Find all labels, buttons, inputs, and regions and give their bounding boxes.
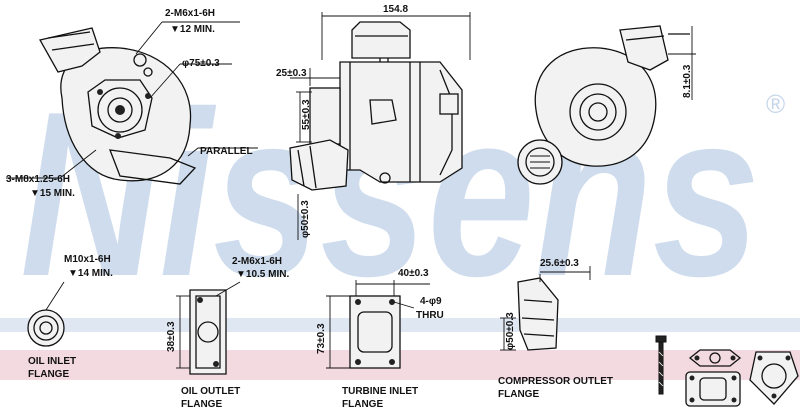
left-callout-top-line1: 2-M6x1-6H bbox=[165, 8, 215, 19]
compressor-outlet-caption-line2: FLANGE bbox=[498, 389, 539, 400]
left-callout-left-line2: ▼15 MIN. bbox=[30, 188, 75, 199]
oil-inlet-flange: M10x1-6H ▼14 MIN. OIL INLET FLANGE bbox=[27, 254, 113, 380]
compressor-outlet-caption-line1: COMPRESSOR OUTLET bbox=[498, 376, 613, 387]
center-dim-50: φ50±0.3 bbox=[300, 200, 311, 238]
oil-outlet-flange: 38±0.3 2-M6x1-6H ▼10.5 MIN. OIL OUTLET F… bbox=[166, 256, 289, 410]
turbine-inlet-callout-line2: THRU bbox=[416, 310, 444, 321]
left-dim-diameter: φ75±0.3 bbox=[182, 58, 220, 69]
turbine-inlet-callout-line1: 4-φ9 bbox=[420, 296, 442, 307]
oil-outlet-callout-line1: 2-M6x1-6H bbox=[232, 256, 282, 267]
left-callout-top-line2: ▼12 MIN. bbox=[170, 24, 215, 35]
center-dim-width: 154.8 bbox=[383, 4, 408, 15]
oil-outlet-caption-line1: OIL OUTLET bbox=[181, 386, 240, 397]
compressor-outlet-dim-top: 25.6±0.3 bbox=[540, 258, 579, 269]
oil-outlet-caption-line2: FLANGE bbox=[181, 399, 222, 410]
turbine-inlet-dim-top: 40±0.3 bbox=[398, 268, 429, 279]
right-dim-height: 8.1±0.3 bbox=[682, 64, 693, 98]
turbine-inlet-flange: 40±0.3 73±0.3 4-φ9 THRU TURBINE INLET FL… bbox=[316, 268, 444, 410]
turbine-inlet-dim-vertical: 73±0.3 bbox=[316, 323, 327, 354]
turbine-inlet-caption-line1: TURBINE INLET bbox=[342, 386, 418, 397]
left-callout-parallel: PARALLEL bbox=[200, 146, 253, 157]
left-callout-left-line1: 3-M8x1.25-6H bbox=[6, 174, 70, 185]
compressor-outlet-flange: 25.6±0.3 φ50±0.3 COMPRESSOR OUTLET FLANG… bbox=[498, 258, 613, 400]
oil-inlet-callout-line2: ▼14 MIN. bbox=[68, 268, 113, 279]
right-view: 8.1±0.3 bbox=[517, 25, 696, 185]
compressor-outlet-dim-vertical: φ50±0.3 bbox=[505, 312, 516, 350]
oil-inlet-caption-line1: OIL INLET bbox=[28, 356, 76, 367]
kit-parts bbox=[655, 335, 799, 407]
turbine-inlet-caption-line2: FLANGE bbox=[342, 399, 383, 410]
oil-outlet-callout-line2: ▼10.5 MIN. bbox=[236, 269, 289, 280]
center-dim-25: 25±0.3 bbox=[276, 68, 307, 79]
center-dim-55: 55±0.3 bbox=[301, 99, 312, 130]
registered-mark: ® bbox=[766, 89, 785, 119]
center-view: 154.8 25±0.3 55±0.3 φ50±0.3 bbox=[276, 4, 471, 240]
oil-inlet-caption-line2: FLANGE bbox=[28, 369, 69, 380]
oil-inlet-callout-line1: M10x1-6H bbox=[64, 254, 111, 265]
left-view: 2-M6x1-6H ▼12 MIN. φ75±0.3 PARALLEL 3-M8… bbox=[6, 8, 258, 199]
oil-outlet-dim-vertical: 38±0.3 bbox=[166, 321, 177, 352]
